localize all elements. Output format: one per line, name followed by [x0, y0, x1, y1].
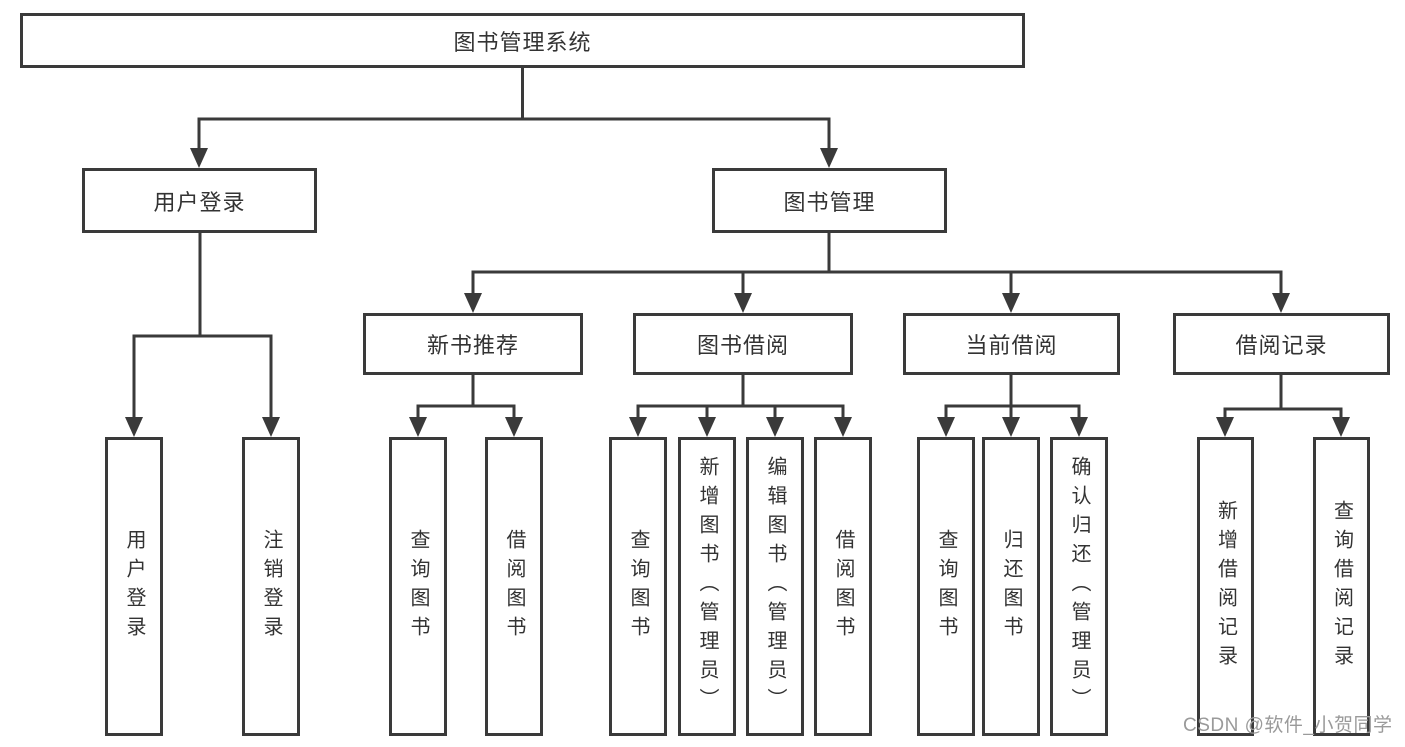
leaf-user-login-label: 用户登录: [123, 528, 145, 645]
connector-bookmgmt-to-level3: [464, 233, 1290, 313]
node-book-borrow: 图书借阅: [633, 313, 853, 375]
node-new-book-recommend: 新书推荐: [363, 313, 583, 375]
leaf-add-borrow-record-label: 新增借阅记录: [1214, 499, 1237, 674]
watermark: CSDN @软件_小贺同学: [1183, 715, 1393, 736]
leaf-query-borrow-record: 查询借阅记录: [1313, 437, 1370, 736]
leaf-return-book: 归还图书: [982, 437, 1040, 736]
leaf-confirm-return-admin: 确认归还（管理员）: [1050, 437, 1108, 736]
node-book-management-label: 图书管理: [783, 189, 876, 215]
leaf-borrow-books-recommend-label: 借阅图书: [503, 528, 525, 645]
node-new-book-recommend-label: 新书推荐: [426, 333, 519, 358]
leaf-query-borrow-record-label: 查询借阅记录: [1330, 499, 1353, 674]
leaf-user-login: 用户登录: [105, 437, 163, 736]
connector-borrow-to-leaves: [629, 375, 852, 437]
leaf-query-books-current-label: 查询图书: [935, 528, 957, 645]
leaf-query-books-current: 查询图书: [917, 437, 975, 736]
node-root-label: 图书管理系统: [453, 29, 592, 55]
leaf-borrow-books: 借阅图书: [814, 437, 872, 736]
leaf-return-book-label: 归还图书: [1000, 528, 1022, 645]
node-current-borrow-label: 当前借阅: [965, 333, 1058, 358]
leaf-query-books-recommend: 查询图书: [389, 437, 447, 736]
node-user-login-label: 用户登录: [153, 189, 246, 215]
node-book-management: 图书管理: [712, 168, 947, 233]
connector-records-to-leaves: [1216, 375, 1350, 437]
leaf-confirm-return-admin-label: 确认归还（管理员）: [1068, 456, 1090, 717]
node-borrow-records-label: 借阅记录: [1235, 333, 1328, 358]
node-borrow-records: 借阅记录: [1173, 313, 1390, 375]
leaf-edit-book-admin: 编辑图书（管理员）: [746, 437, 804, 736]
connector-root-to-level2: [190, 68, 838, 168]
leaf-borrow-books-recommend: 借阅图书: [485, 437, 543, 736]
leaf-query-books-recommend-label: 查询图书: [407, 528, 429, 645]
leaf-add-borrow-record: 新增借阅记录: [1197, 437, 1254, 736]
connector-userlogin-to-leaves: [125, 233, 280, 437]
node-book-borrow-label: 图书借阅: [696, 333, 789, 358]
leaf-borrow-books-label: 借阅图书: [832, 528, 854, 645]
connector-recommend-to-leaves: [409, 375, 523, 437]
leaf-query-books-borrow-label: 查询图书: [627, 528, 649, 645]
leaf-edit-book-admin-label: 编辑图书（管理员）: [764, 456, 786, 717]
leaf-logout: 注销登录: [242, 437, 300, 736]
node-user-login: 用户登录: [82, 168, 317, 233]
node-root: 图书管理系统: [20, 13, 1025, 68]
leaf-add-book-admin: 新增图书（管理员）: [678, 437, 736, 736]
connector-current-to-leaves: [937, 375, 1088, 437]
leaf-add-book-admin-label: 新增图书（管理员）: [696, 456, 718, 717]
node-current-borrow: 当前借阅: [903, 313, 1120, 375]
leaf-query-books-borrow: 查询图书: [609, 437, 667, 736]
leaf-logout-label: 注销登录: [260, 528, 282, 645]
